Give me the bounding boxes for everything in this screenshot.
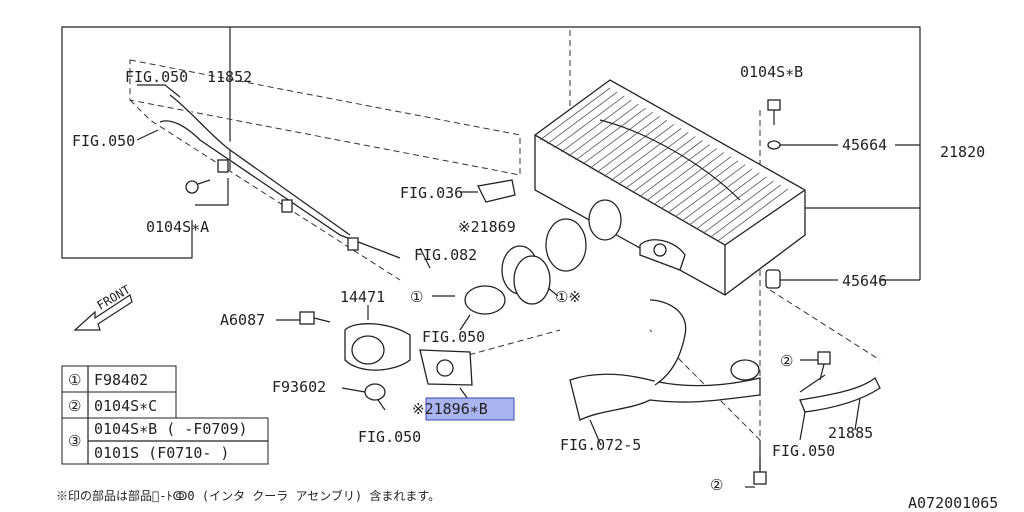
- intercooler-fin: [667, 160, 739, 214]
- label-one-right: ①※: [555, 288, 581, 306]
- intercooler-fin: [696, 176, 767, 230]
- dashed-line-e: [449, 329, 561, 361]
- pipe-11852: [159, 94, 401, 259]
- intercooler-fin: [539, 87, 611, 141]
- intercooler-fin: [568, 103, 639, 157]
- bolt-a6087: [299, 311, 331, 325]
- valve-14471: [344, 323, 411, 401]
- legend-value-3b: 0101S (F0710- ): [94, 444, 229, 462]
- dashed-line-d: [769, 289, 881, 361]
- label-21885[interactable]: 21885: [828, 424, 873, 442]
- label-f93602[interactable]: F93602: [272, 378, 326, 396]
- legend-mark-3: ③: [68, 432, 81, 450]
- bolt-21885: [817, 351, 831, 381]
- bolt-0104s-b: [767, 99, 781, 150]
- frame-line-top: [230, 26, 921, 148]
- label-21869[interactable]: ※21869: [458, 218, 516, 236]
- label-0104s-a[interactable]: 0104S∗A: [146, 218, 209, 236]
- diagram-code: A072001065: [908, 494, 998, 512]
- label-a6087[interactable]: A6087: [220, 311, 265, 329]
- label-fig036[interactable]: FIG.036: [400, 184, 463, 202]
- intercooler-fin: [674, 164, 746, 218]
- legend-value-2: 0104S∗C: [94, 397, 157, 415]
- intercooler-fin: [646, 148, 717, 201]
- intercooler-fin: [703, 180, 774, 234]
- coupling-21869: [464, 199, 622, 315]
- intercooler-fin: [717, 188, 789, 242]
- pipe-fig072: [569, 299, 761, 421]
- frame-line-left: [61, 26, 230, 259]
- legend-mark-2: ②: [68, 397, 81, 415]
- front-label: FRONT: [95, 282, 133, 312]
- label-fig072[interactable]: FIG.072-5: [560, 436, 641, 454]
- label-one-left: ①: [410, 288, 423, 306]
- intercooler-fin: [546, 91, 618, 145]
- legend-value-3a: 0104S∗B ( -F0709): [94, 420, 248, 438]
- gasket-21896: [419, 349, 473, 386]
- label-fig050-a[interactable]: FIG.050: [125, 68, 188, 86]
- label-two-b: ②: [710, 476, 723, 494]
- label-45664[interactable]: 45664: [842, 136, 887, 154]
- intercooler-fin: [710, 184, 782, 238]
- intercooler-fin: [596, 119, 668, 173]
- label-fig050-d[interactable]: FIG.050: [358, 428, 421, 446]
- label-0104s-b[interactable]: 0104S∗B: [740, 63, 803, 81]
- bolt-0104s-a: [185, 179, 211, 194]
- intercooler-fin: [653, 152, 725, 205]
- intercooler-fin: [639, 144, 710, 197]
- highlight-21896: [425, 397, 515, 421]
- label-11852[interactable]: 11852: [207, 68, 252, 86]
- bracket-fig036: [477, 179, 516, 203]
- label-fig082[interactable]: FIG.082: [414, 246, 477, 264]
- intercooler-fin: [561, 99, 632, 153]
- intercooler-fin: [582, 111, 653, 165]
- intercooler-fin: [660, 156, 732, 209]
- intercooler-fin: [632, 140, 703, 193]
- intercooler-fin: [589, 115, 661, 169]
- label-two-a: ②: [780, 352, 793, 370]
- grommet-45646: [765, 269, 781, 289]
- intercooler-fin: [618, 132, 689, 185]
- dashed-envelope: [129, 59, 521, 176]
- label-21820[interactable]: 21820: [940, 143, 985, 161]
- legend-value-1: F98402: [94, 371, 148, 389]
- intercooler-fin: [575, 107, 646, 161]
- intercooler-21820: [534, 79, 806, 296]
- footnote: ※印の部品は部品﷐-ﾄↂ0 (インタ クーラ アセンブリ) 含まれます。: [56, 488, 440, 503]
- bracket-21885: [799, 376, 881, 413]
- intercooler-fin: [553, 95, 625, 149]
- intercooler-fin: [689, 172, 760, 226]
- front-arrow: FRONT: [73, 282, 133, 331]
- label-fig050-e[interactable]: FIG.050: [772, 442, 835, 460]
- legend-table: ① F98402 ② 0104S∗C ③ 0104S∗B ( -F0709) 0…: [61, 365, 269, 465]
- intercooler-fin: [625, 136, 696, 189]
- label-fig050-c[interactable]: FIG.050: [422, 328, 485, 346]
- intercooler-fin: [603, 124, 675, 177]
- label-45646[interactable]: 45646: [842, 272, 887, 290]
- legend-mark-1: ①: [68, 371, 81, 389]
- intercooler-fin: [610, 128, 682, 181]
- label-14471[interactable]: 14471: [340, 288, 385, 306]
- label-fig050-b[interactable]: FIG.050: [72, 132, 135, 150]
- intercooler-fin: [682, 168, 753, 222]
- label-21896[interactable]: ※21896∗B: [412, 400, 488, 418]
